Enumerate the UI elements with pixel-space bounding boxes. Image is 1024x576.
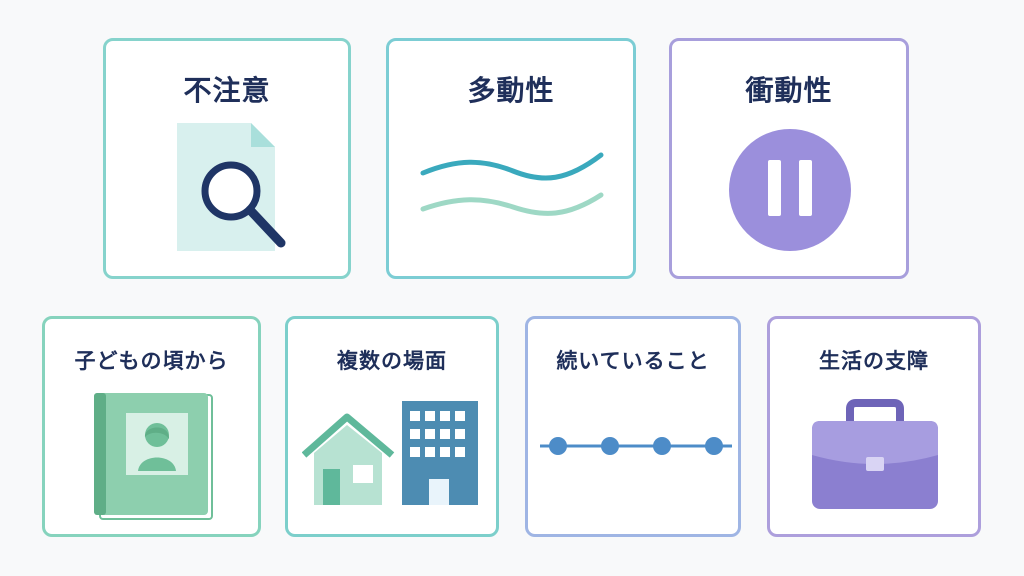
card-title: 続いていること <box>556 349 710 373</box>
timeline-icon <box>540 437 732 455</box>
pause-icon <box>729 129 851 251</box>
card-title: 子どもの頃から <box>74 349 229 373</box>
card-title: 複数の場面 <box>337 349 447 373</box>
card-title: 多動性 <box>467 74 555 107</box>
card-inattention: 不注意 <box>103 38 351 279</box>
card-title: 不注意 <box>183 74 271 107</box>
timeline-dot <box>653 437 671 455</box>
document-magnifier-icon <box>177 123 286 251</box>
card-title: 衝動性 <box>745 74 833 107</box>
card-continuing: 続いていること <box>525 316 741 537</box>
card-since-childhood: 子どもの頃から <box>42 316 261 537</box>
waves-icon <box>420 152 604 216</box>
card-daily-life-impairment: 生活の支障 <box>767 316 981 537</box>
timeline-dot <box>549 437 567 455</box>
card-impulsivity: 衝動性 <box>669 38 909 279</box>
photo-album-icon <box>94 393 213 520</box>
card-hyperactivity: 多動性 <box>386 38 636 279</box>
briefcase-icon <box>812 399 938 509</box>
timeline-dot <box>601 437 619 455</box>
card-multiple-settings: 複数の場面 <box>285 316 499 537</box>
timeline-dot <box>705 437 723 455</box>
house-building-icon <box>302 401 478 505</box>
card-title: 生活の支障 <box>819 349 929 373</box>
